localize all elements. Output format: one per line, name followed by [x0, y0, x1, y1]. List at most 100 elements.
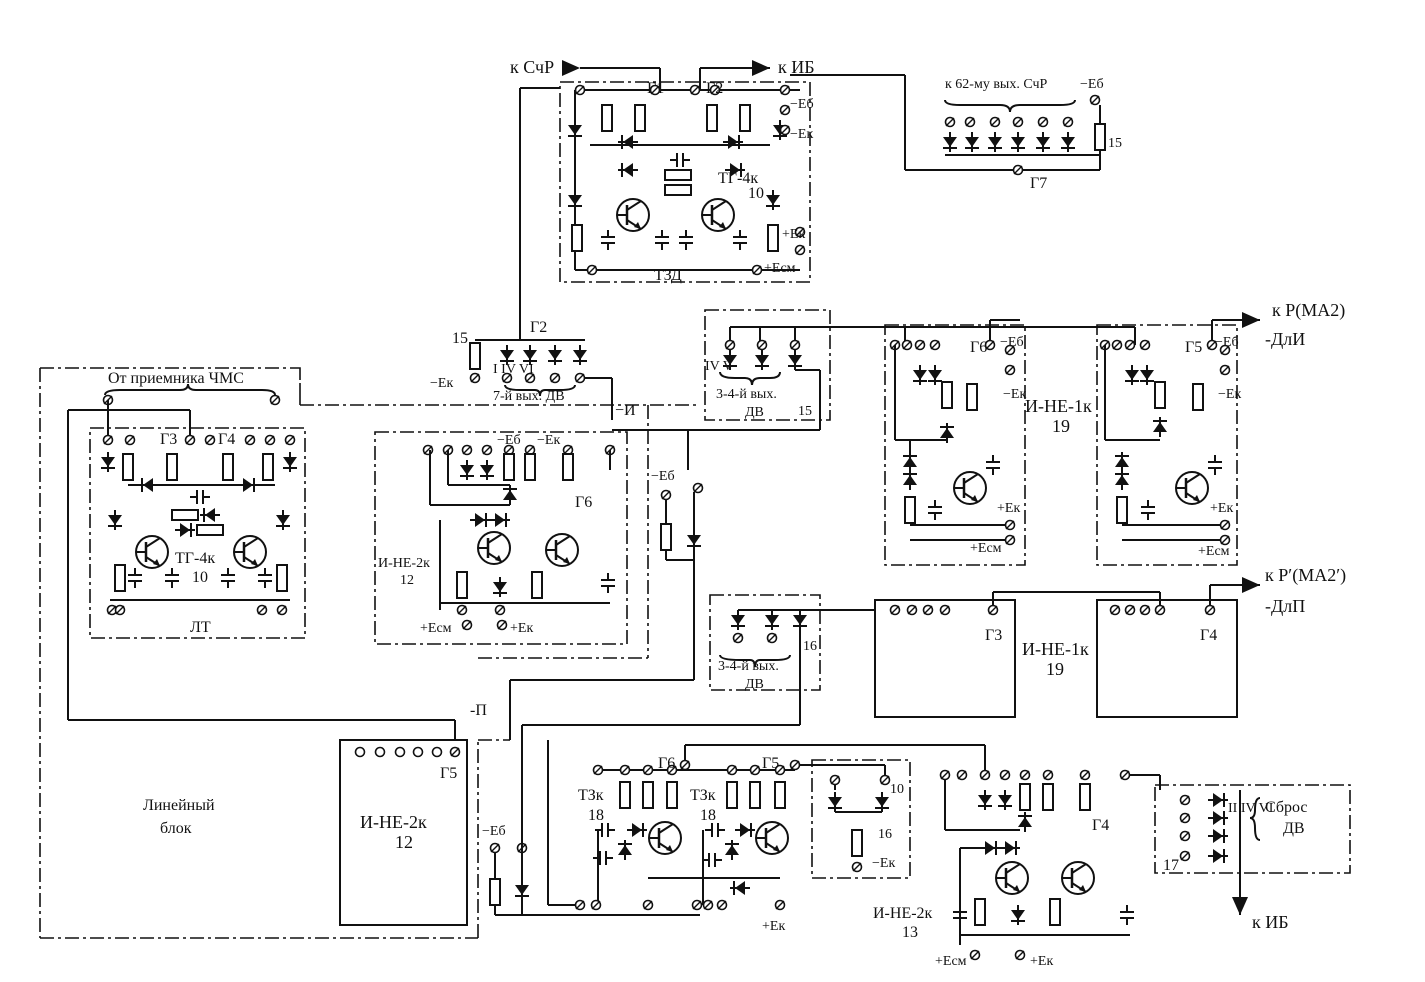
label-plus-esm-tzd: +Eсм	[764, 261, 796, 276]
label-lin-blok-2: блок	[160, 820, 192, 837]
tzk-pair: ТЗк 18 ТЗк 18 Г6 Г5 +Eк	[547, 740, 986, 934]
label-plus-esm-b: +Eсм	[970, 541, 1002, 556]
label-dv34-a: 3-4-й вых.	[716, 387, 777, 402]
label-minus-eb-c: −Eб	[1215, 335, 1239, 350]
label-minus-ek-dv: −Eк	[430, 376, 453, 391]
diode-group-10-16: 10 16 −Eк	[800, 759, 911, 879]
mid-eb-branch: −Eб	[509, 469, 704, 740]
ine2k-12-lower: Г5 И-НЕ-2к 12	[339, 739, 468, 926]
ine2k-12-upper: −Eб −Eк Г6 И-НЕ-2к 12 +Eсм +Eк	[374, 431, 628, 645]
label-plus-esm-low: +Eсм	[935, 954, 967, 969]
label-plus-ek-c: +Eк	[1210, 501, 1233, 516]
label-g5-e: Г5	[440, 765, 457, 782]
label-g5-low: Г5	[762, 755, 779, 772]
lt-block: От приемника ЧМС Г3 Г4 ТГ-4к 10 ЛТ	[67, 370, 456, 740]
label-n10-low: 10	[890, 782, 904, 797]
label-roman-dv: I IV VI	[493, 362, 534, 377]
label-ine2k-13: И-НЕ-2к	[873, 905, 933, 922]
label-ine2k-b: И-НЕ-2к	[360, 812, 427, 832]
label-n19-b: 19	[1046, 659, 1064, 679]
label-tg4k-b: ТГ-4к	[175, 550, 215, 567]
label-n16-dv: 16	[803, 639, 817, 654]
label-sbros2: ДВ	[1283, 820, 1305, 837]
label-g4-lt: Г4	[218, 431, 235, 448]
label-n18-1: 18	[588, 807, 604, 824]
label-plus-ek-low: +Eк	[762, 919, 785, 934]
label-g4-low: Г4	[1092, 817, 1109, 834]
label-g5-c: Г5	[1185, 339, 1202, 356]
ine2k-13: Г4 И-НЕ-2к 13 +Eсм +Eк	[873, 769, 1160, 969]
label-minus-eb-mid: −Eб	[651, 469, 675, 484]
label-n18-2: 18	[700, 807, 716, 824]
label-roman-dv34: IV V	[705, 359, 733, 374]
label-n15-dv34: 15	[798, 404, 812, 419]
label-g3-d: Г3	[985, 627, 1002, 644]
label-minus-eb-low: −Eб	[482, 824, 506, 839]
label-k-r-ma2: к Р(МА2)	[1272, 300, 1345, 321]
label-g6-low: Г6	[658, 755, 675, 772]
ine1k-lower: Г3 Г4	[874, 577, 1260, 718]
label-k62: к 62-му вых. СчР	[945, 77, 1048, 92]
label-minus-ek-b: −Eк	[1003, 387, 1026, 402]
label-minus-eb-62: −Eб	[1080, 77, 1104, 92]
label-n15-dv: 15	[452, 330, 468, 347]
label-plus-ek-low2: +Eк	[1030, 954, 1053, 969]
low-eb-branch: −Eб	[482, 724, 800, 916]
label-n12-a: 12	[400, 573, 414, 588]
label-g6-b: Г6	[970, 339, 987, 356]
label-k-ib-top: к ИБ	[778, 57, 815, 77]
dv34-upper: IV V 3-4-й вых. ДВ 15	[620, 309, 1135, 431]
label-g2-dv: Г2	[530, 319, 547, 336]
label-g4-d: Г4	[1200, 627, 1217, 644]
label-n10-b: 10	[192, 569, 208, 586]
label-tzk2: ТЗк	[690, 787, 716, 804]
label-minus-p: -П	[470, 702, 487, 719]
label-dv-b: ДВ	[745, 677, 764, 692]
label-dli: -ДлИ	[1265, 329, 1305, 349]
label-n17: 17	[1163, 857, 1179, 874]
label-n15-62: 15	[1108, 136, 1122, 151]
label-g1: Г1	[647, 80, 664, 97]
ine1k-upper-left: Г6 −Eб −Eк +Eк +Eсм	[884, 319, 1026, 566]
label-k-r-ma2p: к Р′(МА2′)	[1265, 565, 1346, 586]
sbros-dv-group: II IV VI Сброс ДВ 17	[1154, 775, 1351, 915]
label-plus-ek-tzd: +Eк	[782, 227, 805, 242]
label-dlp: -ДлП	[1265, 596, 1305, 616]
label-g6-i: Г6	[575, 494, 592, 511]
label-minus-ek-i: −Eк	[537, 433, 560, 448]
label-k-ib-bottom: к ИБ	[1252, 912, 1289, 932]
ine1k-upper-right: Г5 −Eб −Eк +Eк +Eсм	[1096, 312, 1260, 566]
label-plus-esm-c: +Eсм	[1198, 544, 1230, 559]
label-minus-eb-top: −Eб	[790, 97, 814, 112]
label-tg4k-a: ТГ-4к	[718, 170, 758, 187]
label-k-schr: к СчР	[510, 57, 554, 77]
label-n16-low: 16	[878, 827, 892, 842]
linear-block: Линейный блок	[39, 367, 649, 939]
label-sbros1: Сброс	[1265, 799, 1308, 816]
label-ine1k-b: И-НЕ-1к	[1022, 639, 1089, 659]
label-dv7: 7-й вых. ДВ	[493, 389, 565, 404]
label-dv34-b: 3-4-й вых.	[718, 659, 779, 674]
dv7-group: 15 Г2 −Eк I IV VI 7-й вых. ДВ	[430, 319, 588, 404]
label-g3-lt: Г3	[160, 431, 177, 448]
label-plus-ek-b: +Eк	[997, 501, 1020, 516]
label-ine2k-a: И-НЕ-2к	[378, 556, 430, 571]
label-n12-b: 12	[395, 832, 413, 852]
label-tzd: ТЗД	[654, 267, 682, 284]
label-ot-priem: От приемника ЧМС	[108, 370, 244, 387]
label-minus-ek-low: −Eк	[872, 856, 895, 871]
tzd-block: Г1 Г2 −Eб −Eк ТГ-4к 10 +Eк +Eсм ТЗД	[559, 80, 814, 284]
label-n13: 13	[902, 924, 918, 941]
label-n10-a: 10	[748, 185, 764, 202]
label-minus-i: −И	[615, 402, 636, 419]
label-minus-ek-top: −Eк	[790, 127, 813, 142]
label-minus-eb-i: −Eб	[497, 433, 521, 448]
label-lt: ЛТ	[190, 619, 211, 636]
label-dv-a: ДВ	[745, 405, 764, 420]
schr-62-group: к 62-му вых. СчР −Eб 15 Г7	[942, 77, 1122, 192]
label-plus-ek-i: +Eк	[510, 621, 533, 636]
label-ine1k-a: И-НЕ-1к	[1025, 396, 1092, 416]
label-roman-sbros: II IV VI	[1228, 801, 1274, 816]
label-minus-eb-b: −Eб	[1000, 335, 1024, 350]
